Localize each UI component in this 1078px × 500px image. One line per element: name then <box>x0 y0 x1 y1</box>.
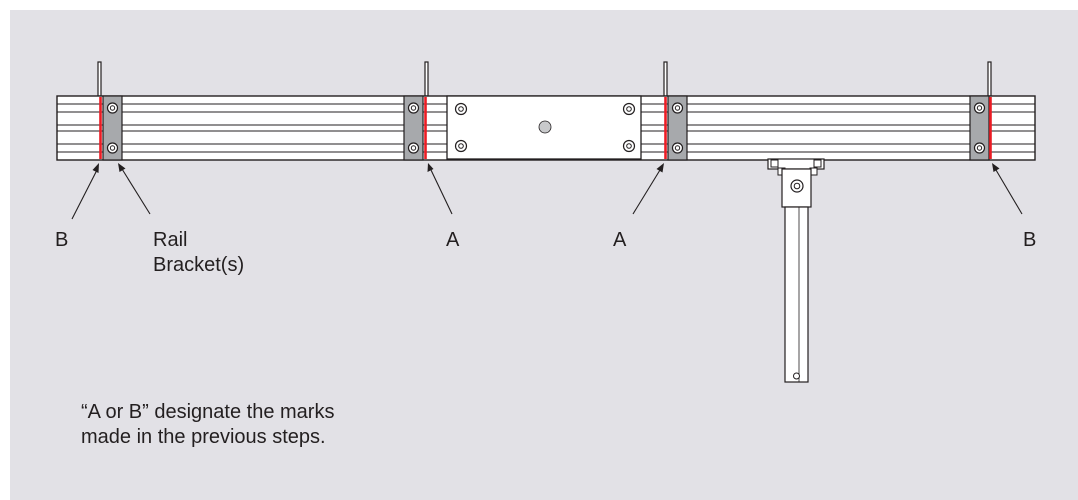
center-mount-plate <box>446 95 642 160</box>
hanging-arm <box>767 158 825 383</box>
center-hole <box>538 120 552 134</box>
mark-flag-a-right <box>663 61 668 97</box>
rail-bracket-label-line1: Rail <box>153 229 188 251</box>
plate-bolts <box>454 102 636 153</box>
rail-bracket-3 <box>667 95 688 161</box>
rail-bracket-1 <box>102 95 123 161</box>
arrow-a-left <box>427 163 453 215</box>
arrow-b-right <box>992 163 1023 215</box>
mark-label-b-right: B <box>1023 229 1037 251</box>
instruction-note-line1: “A or B” designate the marks <box>81 401 335 423</box>
mark-label-a-right: A <box>613 229 627 251</box>
red-marks <box>99 97 992 159</box>
arrow-a-right <box>632 163 664 215</box>
mark-label-a-left: A <box>446 229 460 251</box>
mark-flag-a-left <box>424 61 429 97</box>
rail-bracket-4 <box>969 95 990 161</box>
arrow-rail-bracket <box>118 163 151 215</box>
rail-bracket-label-line2: Bracket(s) <box>153 254 245 276</box>
arrow-b-left <box>71 163 99 220</box>
mark-flags <box>97 61 992 97</box>
mark-label-b-left: B <box>55 229 69 251</box>
mark-flag-b-right <box>987 61 992 97</box>
diagram-panel <box>10 10 1078 500</box>
instruction-note-line2: made in the previous steps. <box>81 426 326 448</box>
instruction-note: “A or B” designate the marks made in the… <box>81 400 334 450</box>
rail-bracket-2 <box>403 95 424 161</box>
leader-arrows <box>71 163 1023 220</box>
mark-flag-b-left <box>97 61 102 97</box>
